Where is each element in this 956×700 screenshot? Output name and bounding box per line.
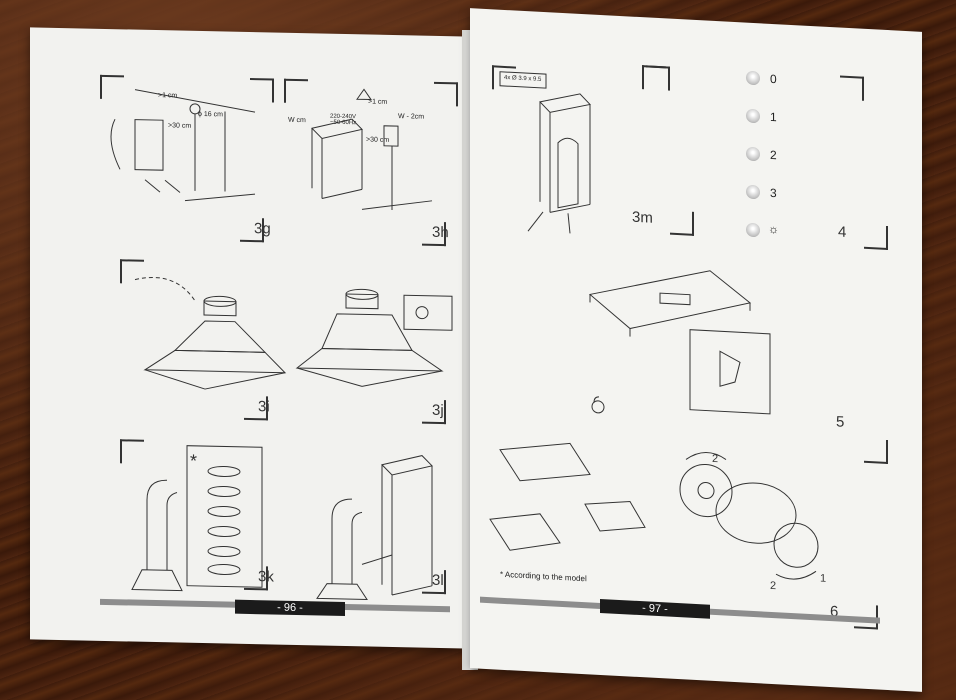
figure-3h-chimney-dimensions-diagram <box>311 88 433 210</box>
figure-5-filter-release-diagram <box>588 270 771 415</box>
dim-label: W cm <box>288 116 306 125</box>
frame-corner <box>244 565 268 591</box>
speed-label: 0 <box>770 71 777 87</box>
frame-corner <box>422 221 446 247</box>
frame-corner <box>864 438 888 465</box>
dim-label: >1 cm <box>158 92 178 100</box>
figure-3g-wall-mount-diagram <box>110 89 256 202</box>
frame-corner <box>240 217 264 243</box>
dim-label: >1 cm <box>368 98 388 106</box>
dim-label: W - 2cm <box>398 113 425 121</box>
unlock-icon <box>591 396 605 414</box>
dim-label: >30 cm <box>366 136 390 144</box>
figure-6-filters-diagram <box>489 442 646 551</box>
figure-3l-chimney-cover-diagram <box>316 455 433 600</box>
figure-3j-hood-screw-diagram <box>295 288 453 387</box>
figure-label-3m: 3m <box>632 208 653 227</box>
figure-label-5: 5 <box>836 413 845 431</box>
light-button <box>746 222 760 238</box>
figure-3k-flexible-duct-diagram <box>131 445 263 592</box>
dim-label: >30 cm <box>168 122 192 130</box>
voltage-label: 220-240V ~50-60Hz <box>330 113 357 127</box>
speed-button-3 <box>746 184 760 200</box>
page-number: - 96 - <box>235 599 345 616</box>
frame-corner <box>864 224 888 251</box>
speed-button-1 <box>746 108 760 124</box>
speed-label: 1 <box>770 109 777 125</box>
frame-corner <box>422 399 446 425</box>
figure-3m-chimney-screws-diagram <box>499 71 591 234</box>
figure-6-motor-fan-diagram <box>679 452 819 580</box>
manual-page-right: 4x Ø 3.9 x 9.5 3m 0 1 2 3 ☼ 4 5 <box>470 8 922 692</box>
rotation-step-label: 2 <box>770 579 777 593</box>
footnote-marker: * <box>190 450 198 471</box>
rotation-step-label: 1 <box>820 572 827 585</box>
frame-corner <box>422 569 446 595</box>
frame-corner <box>642 65 666 91</box>
speed-label: 3 <box>770 185 777 201</box>
figure-3i-hood-duct-diagram <box>134 276 287 390</box>
manual-page-left: >1 cm ϕ 16 cm >30 cm 3g W cm >1 cm W - 2… <box>30 27 470 649</box>
speed-button-2 <box>746 146 760 162</box>
frame-corner <box>670 210 694 236</box>
frame-corner <box>244 395 268 421</box>
rotation-step-label: 2 <box>712 452 719 466</box>
frame-corner <box>840 75 864 101</box>
figure-label-4: 4 <box>838 223 847 241</box>
dim-label: ϕ 16 cm <box>198 110 223 119</box>
page-number: - 97 - <box>600 598 710 619</box>
speed-label: 2 <box>770 147 777 163</box>
speed-button-0 <box>746 70 760 86</box>
sun-icon: ☼ <box>768 221 779 237</box>
